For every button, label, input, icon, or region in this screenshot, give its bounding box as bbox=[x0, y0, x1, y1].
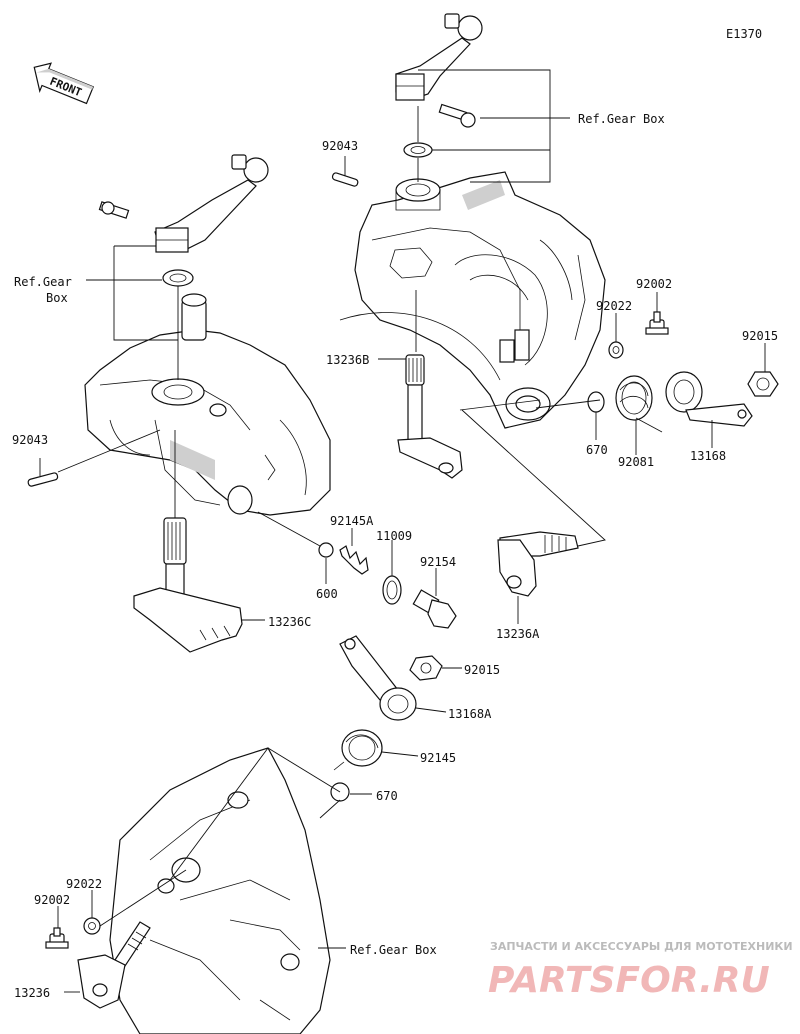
label-92081: 92081 bbox=[618, 455, 654, 469]
shift-lever-upper-right bbox=[395, 13, 483, 182]
gear-box-housing-left bbox=[84, 293, 331, 516]
bolt-92002-left bbox=[45, 927, 69, 949]
ref-gear-box-bottom: Ref.Gear Box bbox=[350, 943, 437, 957]
watermark-brand: PARTSFOR.RU bbox=[488, 960, 770, 1001]
label-600: 600 bbox=[316, 587, 338, 601]
label-13236A: 13236A bbox=[496, 627, 540, 641]
label-92015-mid: 92015 bbox=[464, 663, 500, 677]
part-labels: E1370 Ref.Gear Box Ref.Gear Box Ref.Gear… bbox=[12, 27, 778, 1000]
watermark: ЗАПЧАСТИ И АКСЕССУАРЫ ДЛЯ МОТОТЕХНИКИ PA… bbox=[488, 940, 793, 1001]
pin-92043-upper bbox=[331, 172, 359, 187]
leader-lines bbox=[39, 69, 766, 993]
label-92022-left: 92022 bbox=[66, 877, 102, 891]
ref-gear-box-left-2: Box bbox=[46, 291, 68, 305]
circlip-670-right bbox=[587, 391, 605, 413]
label-13168A: 13168A bbox=[448, 707, 492, 721]
gear-box-housing-bottom bbox=[109, 747, 331, 1034]
label-92154: 92154 bbox=[420, 555, 456, 569]
label-92043-upper: 92043 bbox=[322, 139, 358, 153]
shift-shaft-13236C bbox=[133, 517, 243, 653]
washer-92022-right bbox=[608, 341, 624, 359]
label-92015-right: 92015 bbox=[742, 329, 778, 343]
label-92145A: 92145A bbox=[330, 514, 374, 528]
nut-92015-right bbox=[747, 371, 779, 397]
label-92002-right: 92002 bbox=[636, 277, 672, 291]
shift-lever-left bbox=[98, 154, 269, 380]
shift-shaft-13236B bbox=[397, 354, 463, 479]
spring-92081 bbox=[615, 375, 663, 433]
label-92145: 92145 bbox=[420, 751, 456, 765]
front-arrow-icon: FRONT bbox=[33, 62, 95, 105]
nut-92015-mid bbox=[409, 655, 443, 681]
pin-92043-left bbox=[27, 472, 59, 487]
label-92002-left: 92002 bbox=[34, 893, 70, 907]
label-92022-right: 92022 bbox=[596, 299, 632, 313]
shift-shaft-13236A bbox=[497, 531, 579, 597]
ball-600 bbox=[318, 542, 334, 558]
label-11009: 11009 bbox=[376, 529, 412, 543]
gasket-11009 bbox=[382, 575, 402, 605]
label-92043-left: 92043 bbox=[12, 433, 48, 447]
gear-box-housing-upper bbox=[339, 171, 606, 429]
spring-92145A bbox=[339, 545, 369, 575]
ref-gear-box-top: Ref.Gear Box bbox=[578, 112, 665, 126]
label-13236C: 13236C bbox=[268, 615, 311, 629]
spring-92145 bbox=[333, 729, 383, 771]
label-13236: 13236 bbox=[14, 986, 50, 1000]
washer-92022-left bbox=[83, 917, 101, 935]
ref-gear-box-left-1: Ref.Gear bbox=[14, 275, 72, 289]
lever-13168 bbox=[665, 371, 753, 427]
label-13168: 13168 bbox=[690, 449, 726, 463]
label-13236B: 13236B bbox=[326, 353, 369, 367]
plug-92154 bbox=[412, 589, 457, 629]
diagram-code: E1370 bbox=[726, 27, 762, 41]
bolt-92002-right bbox=[645, 311, 669, 335]
shift-shaft-13236 bbox=[77, 921, 151, 1009]
lever-13168A bbox=[339, 635, 417, 721]
label-670-mid: 670 bbox=[376, 789, 398, 803]
watermark-tagline: ЗАПЧАСТИ И АКСЕССУАРЫ ДЛЯ МОТОТЕХНИКИ bbox=[490, 940, 793, 953]
label-670-right: 670 bbox=[586, 443, 608, 457]
